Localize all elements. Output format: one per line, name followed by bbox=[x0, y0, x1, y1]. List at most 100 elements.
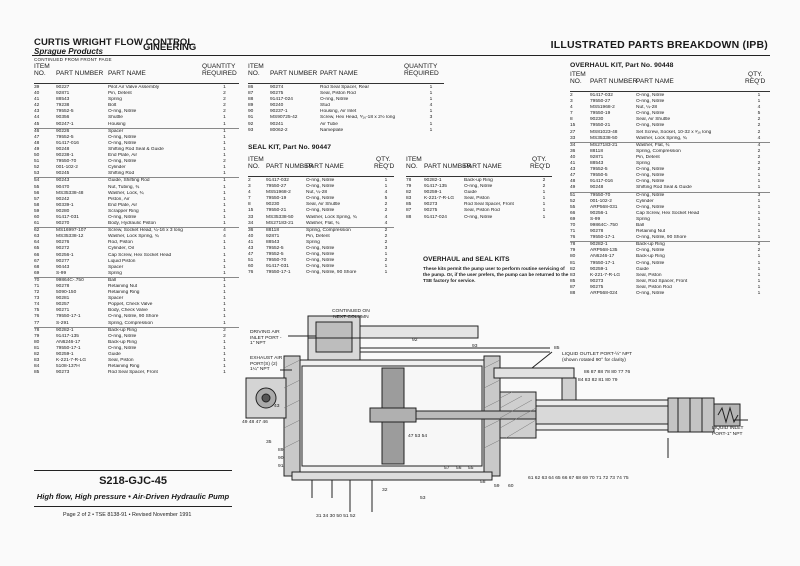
part-name: O-ring, Nitrile bbox=[636, 179, 665, 185]
item-number: 76 bbox=[570, 235, 576, 241]
callout-35: 35 bbox=[266, 440, 272, 445]
item-number: 81 bbox=[570, 260, 576, 266]
part-number: MS27183-21 bbox=[266, 220, 294, 226]
item-number: 49 bbox=[570, 185, 576, 191]
quantity: 1 bbox=[223, 246, 226, 252]
item-number: 87 bbox=[406, 208, 412, 214]
part-number: S-99 bbox=[56, 270, 67, 276]
item-number: 58 bbox=[34, 202, 40, 208]
quantity: 1 bbox=[223, 134, 226, 140]
quantity: 2 bbox=[223, 159, 226, 165]
quantity: 2 bbox=[384, 208, 388, 214]
callouts-bottom-right: 61 62 63 64 65 66 67 68 69 70 71 72 73 7… bbox=[528, 476, 629, 481]
part-name: Spring bbox=[108, 270, 122, 276]
quantity: 4 bbox=[384, 190, 388, 196]
part-name: O-ring, Nitrile, 90 Shore bbox=[306, 270, 357, 276]
quantity: 1 bbox=[223, 358, 226, 364]
item-number: 55 bbox=[570, 204, 576, 210]
part-name: Screw, Hex Head, ⁵⁄₁₆-18 x 2½ long bbox=[320, 115, 396, 121]
continued-note: CONTINUED FROM FRONT PAGE bbox=[34, 57, 112, 62]
quantity: 1 bbox=[223, 258, 226, 264]
part-name: Cap Screw, Hex Socket Head bbox=[108, 252, 172, 258]
part-number: MS35338-48 bbox=[56, 190, 84, 196]
part-name: End Plate, Air bbox=[108, 153, 138, 159]
part-name: O-ring, Nitrile, 90 Shore bbox=[636, 235, 687, 241]
overhaul-kit-body: ITEM NO. PART NUMBER PART NAME QTY. REQ'… bbox=[570, 71, 770, 297]
hdr-reqd: REQ'D bbox=[374, 163, 395, 170]
quantity: 2 bbox=[748, 241, 770, 249]
part-number: 79550-27 bbox=[266, 184, 287, 190]
item-number: 66 bbox=[34, 252, 40, 258]
item-number: 88 bbox=[248, 97, 254, 103]
hdr-part-number: PART NUMBER bbox=[590, 78, 638, 85]
part-name: O-ring, Nitrile bbox=[108, 109, 137, 115]
column-header: ITEM NO. PART NUMBER PART NAME QUANTITY … bbox=[248, 63, 444, 83]
quantity: 1 bbox=[223, 190, 226, 196]
part-name: Rod Seal Spacer, Front bbox=[108, 370, 158, 376]
quantity: 1 bbox=[757, 229, 761, 235]
item-number: 83 bbox=[570, 272, 576, 278]
callout-90: 90 bbox=[278, 456, 284, 461]
model-description: High flow, High pressure • Air-Driven Hy… bbox=[36, 492, 230, 501]
quantity: 2 bbox=[757, 248, 761, 254]
part-number: 79552-5 bbox=[56, 134, 74, 140]
item-number: 15 bbox=[248, 208, 254, 214]
hdr-item: ITEM bbox=[34, 63, 50, 70]
item-number: 83 bbox=[406, 196, 412, 202]
part-name: O-ring, Nitrile bbox=[306, 178, 335, 183]
part-number: AN6246-17 bbox=[590, 254, 615, 260]
header-rule bbox=[570, 91, 770, 92]
quantity: 1 bbox=[542, 190, 546, 196]
quantity: 1 bbox=[384, 264, 388, 270]
part-name: Pilot Air Valve Assembly bbox=[108, 85, 160, 90]
part-number: 001-102-2 bbox=[590, 198, 612, 204]
item-number: 92 bbox=[248, 121, 254, 127]
mid-parts-column: ITEM NO. PART NUMBER PART NAME QUANTITY … bbox=[248, 63, 444, 134]
hdr-no: NO. bbox=[570, 78, 582, 85]
callouts-bottom-left: 31 34 30 50 51 52 bbox=[316, 514, 356, 519]
part-number: MS51968-2 bbox=[266, 190, 291, 196]
part-name: Back-up Ring bbox=[464, 178, 493, 183]
item-number: 45 bbox=[34, 121, 40, 127]
quantity: 1 bbox=[757, 204, 761, 210]
hdr-quantity: QUANTITY bbox=[404, 63, 438, 70]
item-number: 41 bbox=[570, 161, 576, 167]
item-number: 2 bbox=[570, 93, 573, 98]
quantity: 2 bbox=[223, 97, 226, 103]
part-name: O-ring, Nitrile bbox=[636, 191, 748, 199]
part-name: Spring bbox=[636, 216, 650, 222]
item-number: 76 bbox=[34, 314, 40, 320]
quantity: 1 bbox=[757, 173, 761, 179]
part-number: 88543 bbox=[266, 239, 280, 245]
item-number: 71 bbox=[570, 229, 576, 235]
quantity: 2 bbox=[384, 258, 388, 264]
hdr-part-name: PART NAME bbox=[320, 70, 358, 77]
item-number: 33 bbox=[248, 214, 254, 220]
part-number: 90248 bbox=[56, 146, 70, 152]
part-number: 001-102-2 bbox=[56, 165, 78, 171]
part-name: Retaining Ring bbox=[108, 290, 140, 296]
part-name: Seal, Piston Rod bbox=[636, 284, 672, 290]
item-number: 70 bbox=[34, 276, 56, 284]
item-number: 85 bbox=[570, 278, 576, 284]
callout-56: 56 bbox=[456, 466, 462, 471]
part-number: MS27183-21 bbox=[590, 141, 636, 149]
part-name: Set Screw, Socket, 10-32 x ³⁄₁₆ long bbox=[636, 129, 712, 135]
part-name: Housing, Air Inlet bbox=[320, 109, 357, 115]
item-number: 34 bbox=[570, 141, 590, 149]
part-number: S-291 bbox=[56, 320, 69, 326]
quantity: 1 bbox=[757, 272, 761, 278]
hdr-part-name: PART NAME bbox=[636, 78, 674, 85]
